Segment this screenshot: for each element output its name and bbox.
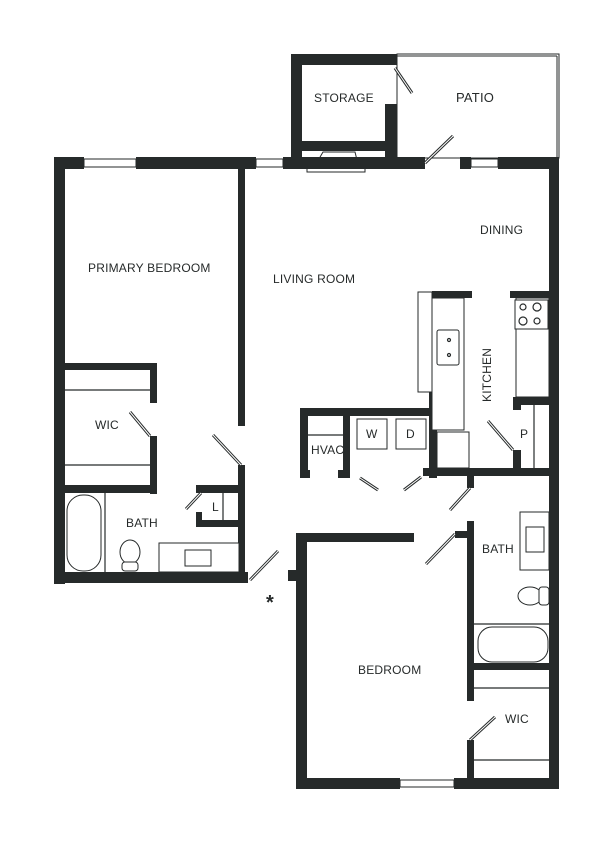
doors — [128, 67, 515, 742]
room-label-bedroom: BEDROOM — [358, 663, 422, 677]
storage-walls — [291, 54, 397, 164]
primary-bath-fixtures — [66, 493, 240, 573]
entry-marker: * — [266, 592, 274, 614]
room-label-storage: STORAGE — [314, 91, 374, 105]
room-label-primary-bedroom: PRIMARY BEDROOM — [88, 261, 211, 275]
room-label-bath-primary: BATH — [126, 516, 158, 530]
room-label-bath-secondary: BATH — [482, 542, 514, 556]
room-label-living-room: LIVING ROOM — [273, 272, 356, 286]
room-label-patio: PATIO — [456, 90, 495, 105]
room-label-dining: DINING — [480, 223, 524, 237]
secondary-bath-fixtures — [474, 511, 550, 663]
room-label-linen: L — [212, 500, 219, 514]
room-label-kitchen: KITCHEN — [480, 347, 494, 402]
room-label-pantry: P — [520, 427, 529, 441]
room-label-hvac: HVAC — [311, 443, 345, 457]
interior-walls — [65, 168, 559, 785]
label-dryer: D — [406, 427, 415, 441]
stove — [514, 299, 549, 330]
label-washer: W — [366, 427, 378, 441]
patio-rail — [396, 53, 560, 159]
room-label-wic-primary: WIC — [95, 418, 119, 432]
washer-dryer — [356, 418, 427, 450]
room-label-wic-secondary: WIC — [505, 712, 529, 726]
